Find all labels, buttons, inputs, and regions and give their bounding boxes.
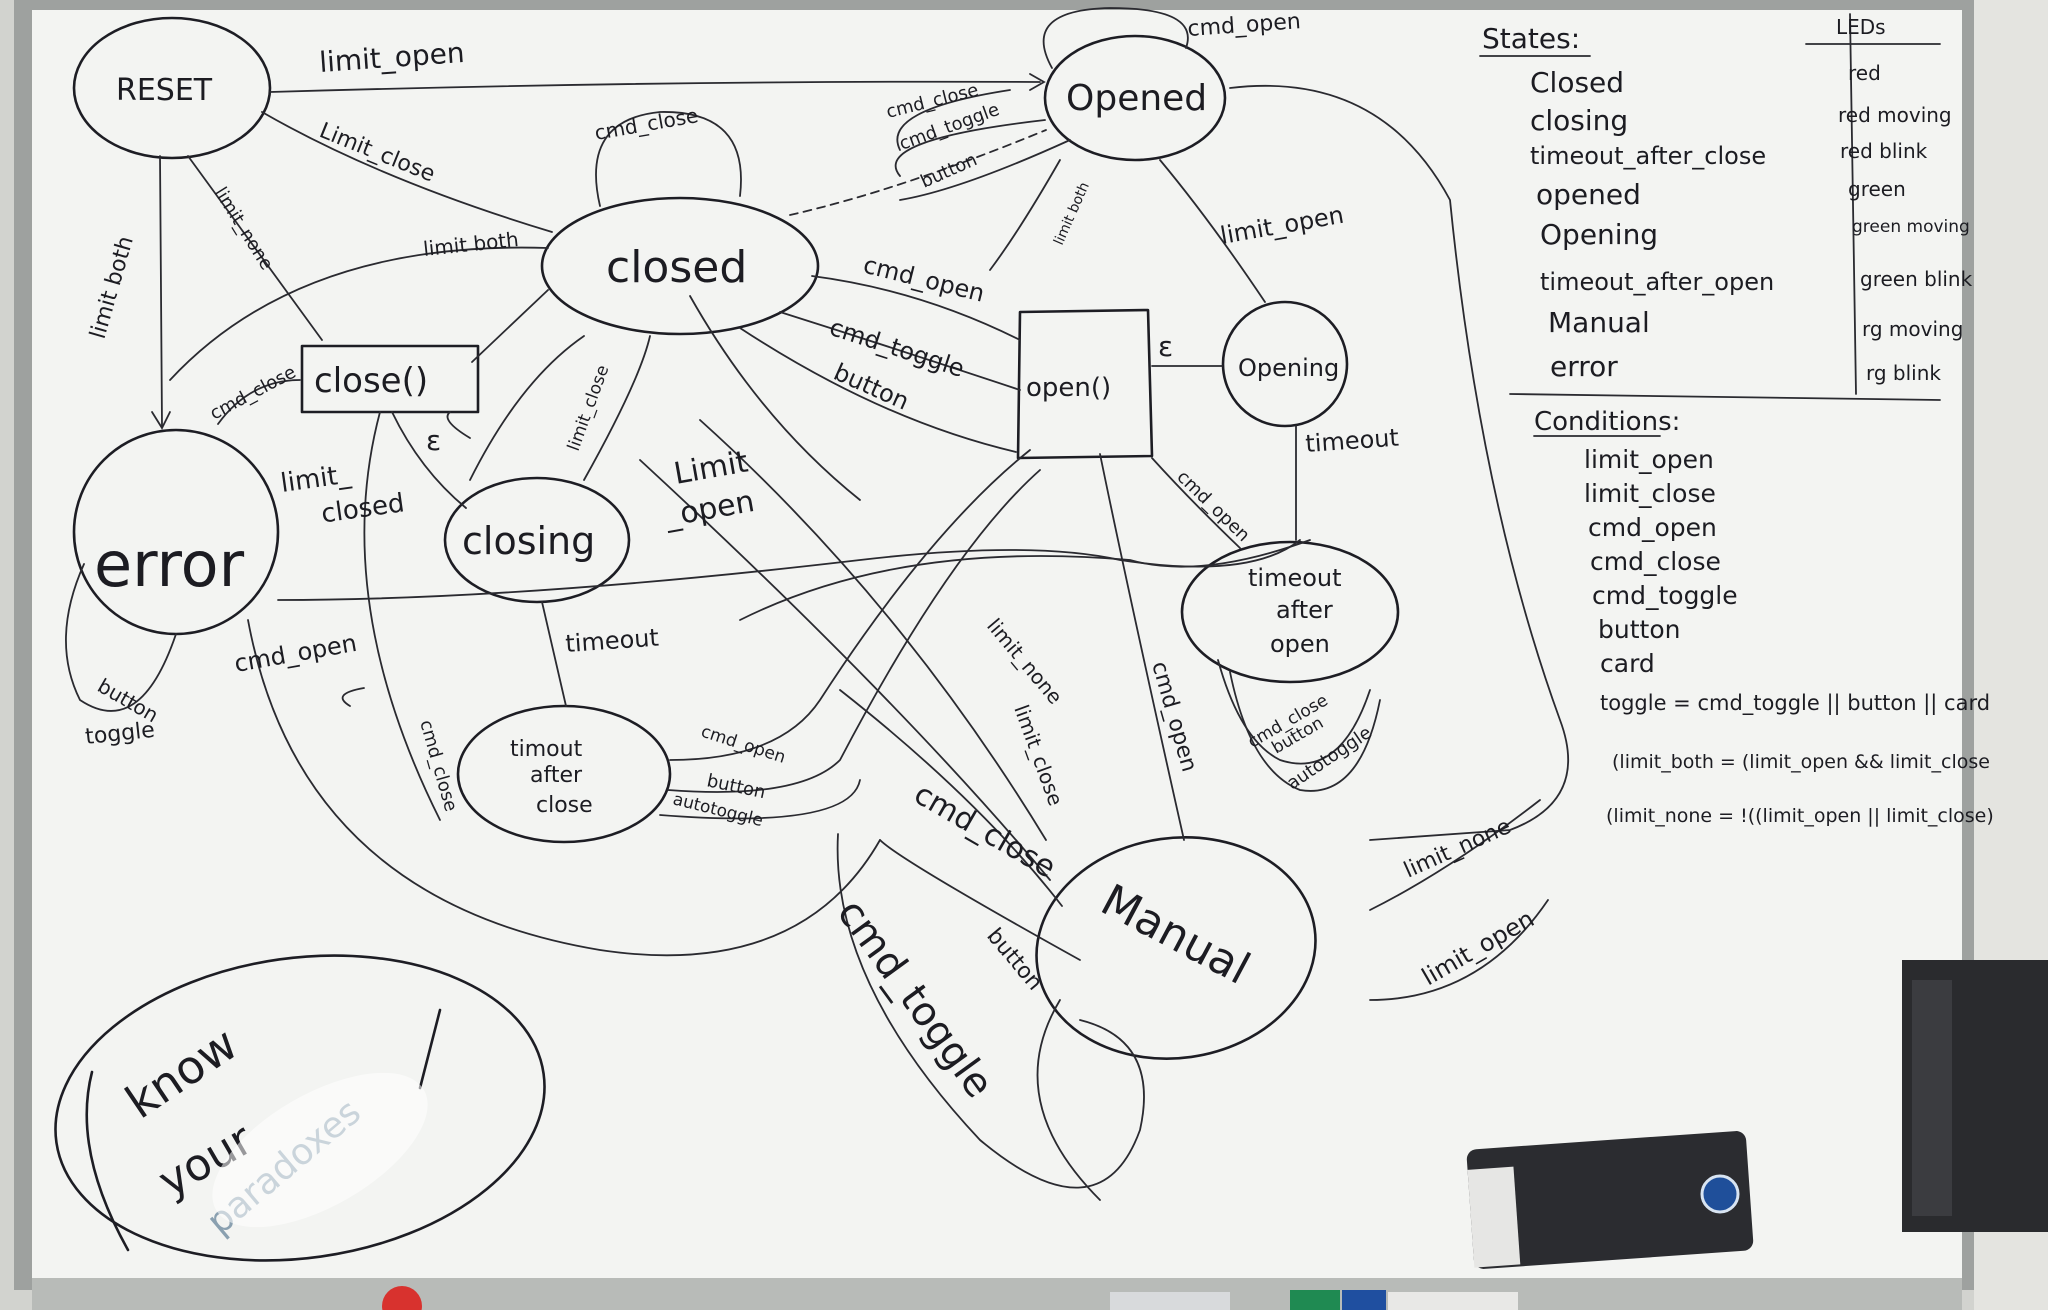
states-header: States: [1482,22,1580,55]
condition-item: card [1600,649,1655,678]
node-timeout-after-open-label: timeout after open [1248,564,1349,658]
marker-2 [1388,1292,1518,1310]
node-close-fn-label: close() [314,361,428,401]
condition-item: (limit_both = (limit_open && limit_close [1612,751,1990,773]
edge-label-epsilon-close: ε [426,424,441,457]
condition-item: button [1598,615,1680,644]
condition-item: limit_open [1584,445,1714,474]
edge-label-epsilon-open: ε [1158,330,1173,363]
node-opened-label: Opened [1066,78,1207,119]
condition-item: (limit_none = !((limit_open || limit_clo… [1606,805,1994,827]
edge-label-timeout-opening: timeout [1304,424,1399,458]
node-close-fn [300,344,480,414]
state-item: closing [1530,104,1628,137]
state-item: Closed [1530,66,1624,99]
node-error-label: error [94,528,245,601]
node-opening-label: Opening [1238,354,1339,382]
led-item: green [1848,177,1906,201]
state-item: Opening [1540,218,1658,251]
board-surface [32,10,1962,1278]
marker-tray [32,1278,1962,1310]
led-item: red moving [1838,103,1952,127]
tac-line-2: after [530,763,583,788]
tac-line-1: timout [510,737,583,762]
node-timeout-after-open [1180,540,1400,684]
marker-blue [1342,1290,1386,1310]
condition-item: toggle = cmd_toggle || button || card [1600,691,1990,716]
leds-header: LEDs [1836,15,1886,39]
condition-item: cmd_toggle [1592,581,1738,610]
led-item: green moving [1852,217,1970,237]
glare-highlight [212,1072,428,1228]
leds-list: red red moving red blink green green mov… [1838,61,1973,385]
state-item: timeout_after_close [1530,142,1766,170]
led-item: red blink [1840,139,1928,163]
node-timeout-after-close [456,704,672,844]
led-item: green blink [1860,267,1973,291]
node-opening [1221,300,1349,428]
state-item: opened [1536,178,1641,211]
state-item: error [1550,350,1618,383]
node-open-fn [1016,308,1154,460]
state-item: timeout_after_open [1540,268,1774,296]
eraser [1466,1131,1754,1269]
edges [65,7,1569,1201]
condition-item: limit_close [1584,479,1716,508]
node-reset [72,16,272,160]
node-closing [443,476,631,604]
conditions-list: limit_open limit_close cmd_open cmd_clos… [1584,445,1994,827]
node-closing-label: closing [462,519,595,563]
marker-green [1290,1290,1340,1310]
led-item: red [1848,61,1881,85]
condition-item: cmd_open [1588,513,1717,542]
node-open-fn-label: open() [1026,373,1111,403]
node-closed [540,196,820,336]
node-manual [1035,836,1317,1060]
node-reset-label: RESET [116,73,213,108]
tac-line-3: close [536,793,593,818]
conditions-header: Conditions: [1534,407,1680,437]
led-item: rg blink [1866,361,1941,385]
node-opened [1043,34,1227,162]
led-item: rg moving [1862,317,1963,341]
state-item: Manual [1548,306,1650,339]
tao-line-2: after [1276,596,1333,624]
marker-1 [1110,1292,1230,1310]
red-magnet [382,1286,422,1310]
tao-line-3: open [1270,630,1330,658]
legend-panel: States: LEDs Closed closing timeout_afte… [1479,13,1994,827]
node-timeout-after-close-label: timout after close [510,737,593,818]
edge-label-timeout-closing: timeout [564,624,659,658]
marker-holder [1902,960,2048,1232]
node-closed-label: closed [606,242,747,293]
states-list: Closed closing timeout_after_close opene… [1530,66,1774,383]
condition-item: cmd_close [1590,547,1721,576]
tao-line-1: timeout [1248,564,1342,592]
